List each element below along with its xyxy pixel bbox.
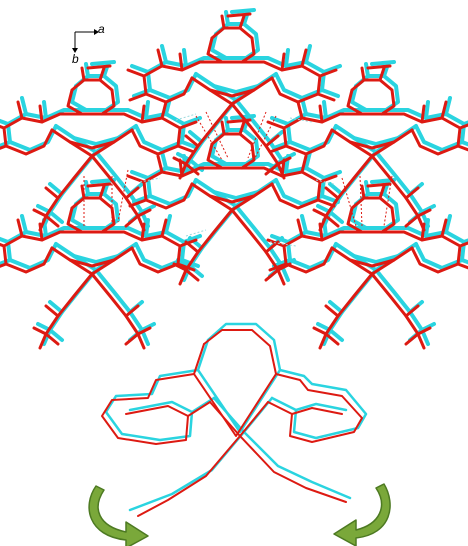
backbone-overlay-red: [101, 329, 363, 517]
hbond-line: [175, 113, 197, 121]
hbond-line: [117, 169, 129, 223]
hbond-line: [315, 179, 335, 185]
axis-label-b: b: [72, 52, 79, 66]
hbond-line: [139, 177, 161, 183]
hbond-line: [341, 177, 357, 227]
hbond-line: [359, 175, 363, 227]
hbond-line: [185, 229, 207, 237]
hydrogen-bond-contacts: [83, 111, 393, 247]
a-axis-arrowhead: [94, 29, 99, 35]
hbond-line: [195, 115, 223, 161]
molecule-upper-left-cyan: [0, 60, 202, 228]
axis-label-a: a: [98, 22, 105, 36]
backbone-overlay-cyan: [104, 322, 368, 512]
hbond-line: [205, 111, 229, 159]
molecule-upper-right-cyan: [270, 60, 468, 228]
axis-indicator: [72, 29, 99, 53]
hbond-line: [247, 111, 267, 159]
hbond-line: [269, 241, 297, 247]
packing-cyan-layer: [0, 8, 468, 346]
rotate-left-arrow-icon: [88, 485, 149, 546]
hbond-line: [253, 115, 277, 161]
rotate-right-arrow-icon: [333, 483, 391, 546]
hbond-line: [383, 175, 393, 227]
molecule-center-cyan: [130, 114, 342, 282]
b-axis-arrowhead: [72, 48, 78, 53]
